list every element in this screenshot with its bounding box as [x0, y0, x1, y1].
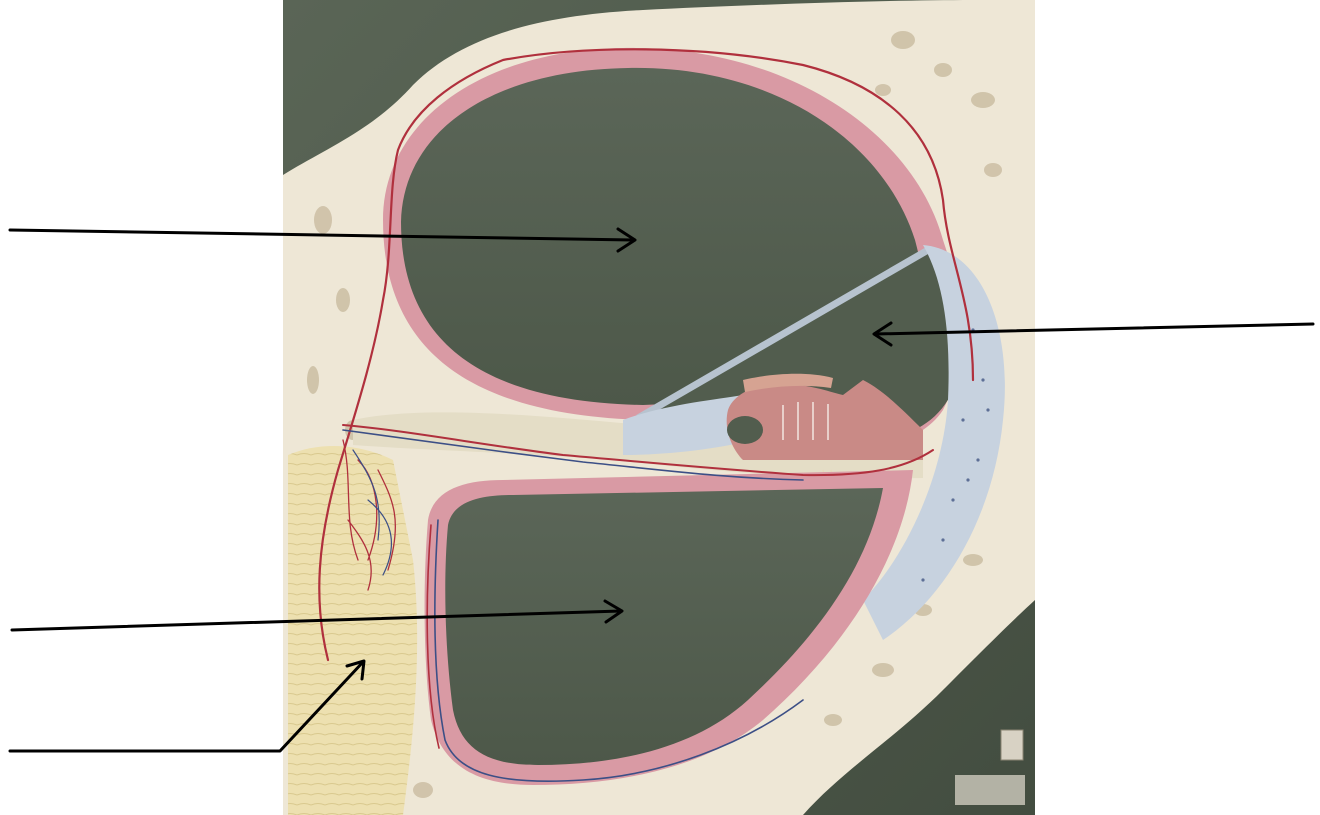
cochlear-nerve	[288, 446, 417, 815]
model-plaque	[955, 775, 1025, 805]
cochlea-model-photo	[283, 0, 1035, 815]
model-badge	[1001, 730, 1023, 760]
